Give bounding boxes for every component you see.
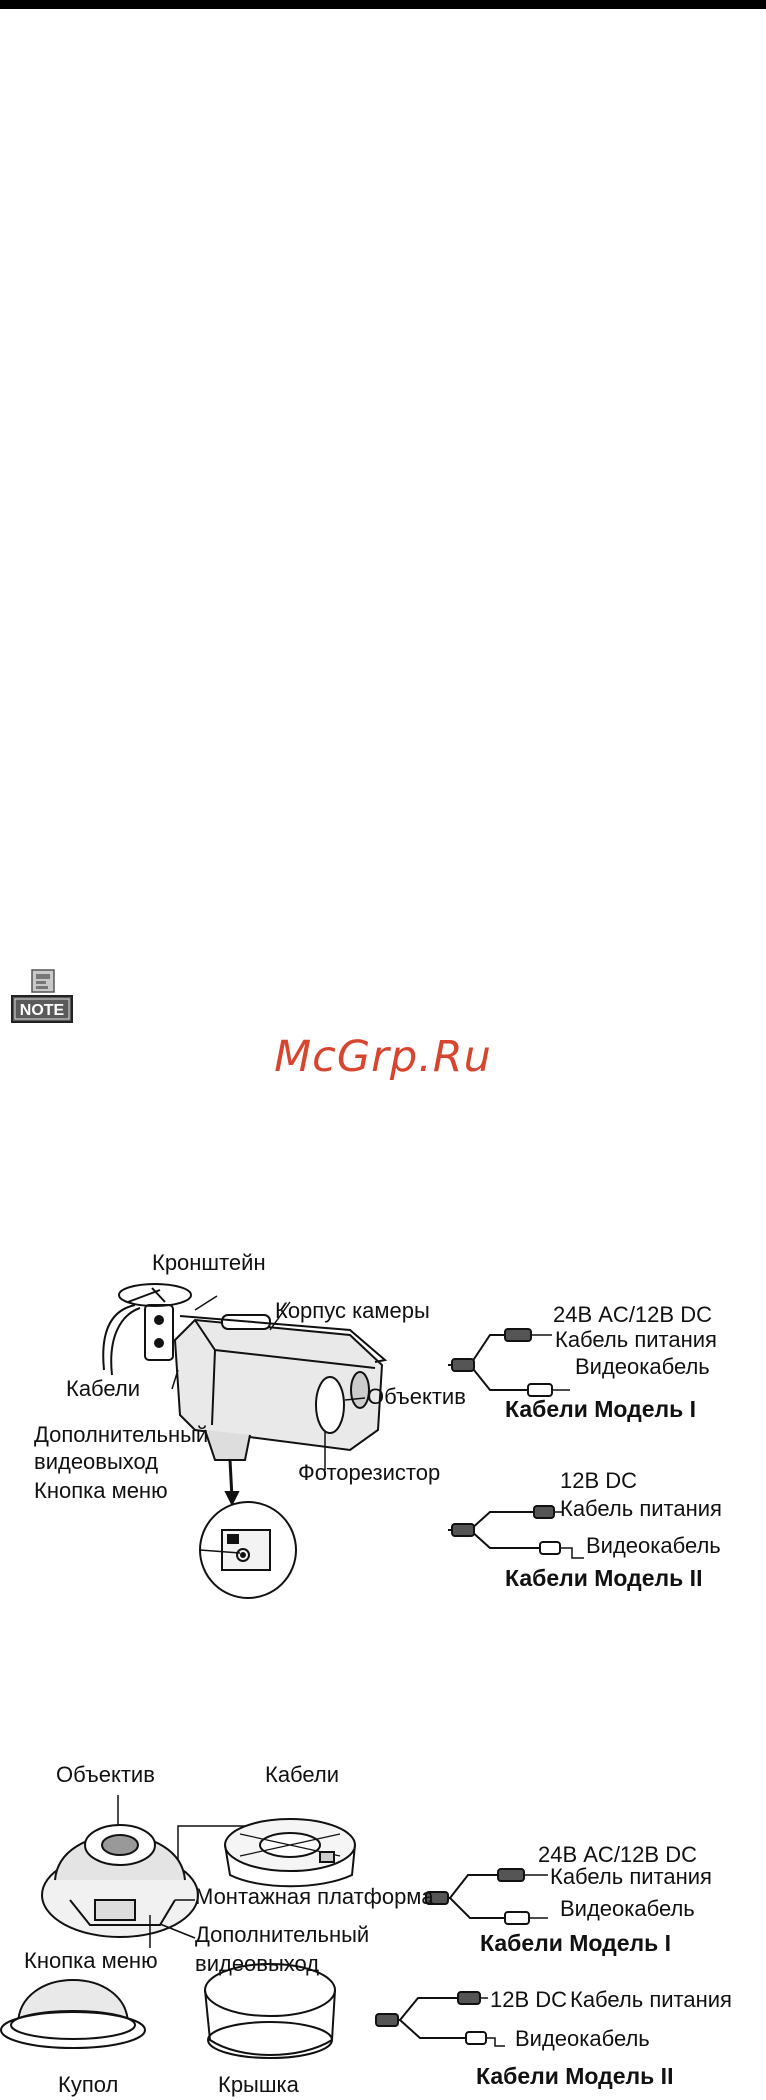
bracket-label: Кронштейн: [152, 1250, 266, 1275]
dome-camera-drawing: [0, 1795, 548, 2059]
lens-label: Объектив: [367, 1384, 466, 1409]
dome-camera-figure: Объектив Кабели Монтажная платформа Допо…: [0, 1750, 766, 2100]
dome-model1-power-cable-label: Кабель питания: [550, 1864, 712, 1889]
dome-model2-power-cable-label: Кабель питания: [570, 1987, 732, 2012]
dome-model1-voltage-label: 24В AC/12В DC: [538, 1842, 697, 1867]
model1-voltage-label: 24В AC/12В DC: [553, 1302, 712, 1327]
model1-title: Кабели Модель I: [505, 1396, 697, 1422]
dome-menu-button-label: Кнопка меню: [24, 1948, 158, 1973]
top-border: [0, 0, 766, 9]
cables-label: Кабели: [66, 1376, 141, 1401]
bullet-camera-figure: Кронштейн Корпус камеры Кабели Объектив …: [0, 1250, 766, 1610]
mount-platform-label: Монтажная платформа: [195, 1884, 434, 1909]
cover-label: Крышка: [218, 2072, 299, 2097]
dome-lens-label: Объектив: [56, 1762, 155, 1787]
model1-video-cable-label: Видеокабель: [575, 1354, 710, 1379]
dome-model1-video-cable-label: Видеокабель: [560, 1896, 695, 1921]
menu-button-label: Кнопка меню: [34, 1478, 168, 1503]
model2-title: Кабели Модель II: [505, 1565, 703, 1591]
model2-video-cable-label: Видеокабель: [586, 1533, 721, 1558]
photoresistor-label: Фоторезистор: [298, 1460, 441, 1485]
note-icon: NOTE: [10, 968, 76, 1026]
aux-video-label-line2: видеовыход: [34, 1449, 159, 1474]
dome-aux-video-label-line2: видеовыход: [195, 1951, 320, 1976]
aux-video-label-line1: Дополнительный: [34, 1422, 209, 1447]
watermark: McGrp.Ru: [274, 1032, 492, 1082]
dome-model2-video-cable-label: Видеокабель: [515, 2026, 650, 2051]
model1-power-cable-label: Кабель питания: [555, 1327, 717, 1352]
model2-voltage-label: 12В DC: [560, 1468, 638, 1493]
dome-cables-label: Кабели: [265, 1762, 340, 1787]
dome-shell-label: Купол: [58, 2072, 119, 2097]
dome-model2-title: Кабели Модель II: [476, 2063, 674, 2089]
dome-model2-voltage-label: 12В DC: [490, 1987, 568, 2012]
housing-label: Корпус камеры: [275, 1298, 430, 1323]
dome-model1-title: Кабели Модель I: [480, 1930, 672, 1956]
model2-power-cable-label: Кабель питания: [560, 1496, 722, 1521]
dome-aux-video-label-line1: Дополнительный: [195, 1922, 370, 1947]
note-icon-label: NOTE: [20, 1002, 65, 1019]
bullet-camera-drawing: [102, 1283, 584, 1599]
